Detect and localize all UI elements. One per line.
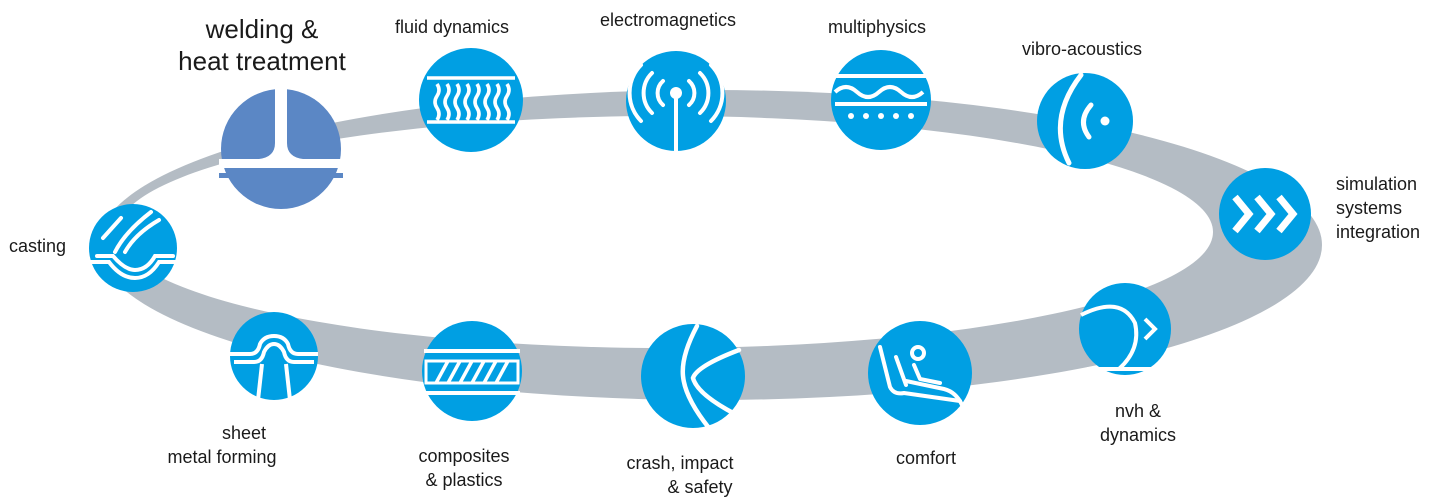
label-line: vibro-acoustics [1021, 39, 1143, 59]
wave-dots-icon [833, 74, 927, 119]
node-casting[interactable] [87, 204, 179, 292]
node-multi[interactable] [831, 50, 931, 150]
node-welding[interactable] [219, 87, 343, 209]
crash-icon [680, 323, 742, 431]
node-nvh[interactable] [1079, 283, 1171, 375]
label-line: composites [418, 446, 510, 466]
label-line: dynamics [1099, 425, 1177, 445]
node-circle [230, 312, 318, 400]
label-sim: simulation systems integration [1336, 172, 1420, 244]
label-vibro: vibro-acoustics [1022, 37, 1142, 61]
fluid-waves-icon [427, 76, 515, 124]
label-line: nvh & [1114, 401, 1162, 421]
node-fluid[interactable] [419, 48, 523, 152]
label-composites: composites & plastics [418, 444, 509, 492]
node-circle [868, 321, 972, 425]
label-comfort: comfort [896, 446, 956, 470]
label-line: integration [1336, 222, 1421, 242]
triple-chevron-icon [1232, 194, 1298, 234]
node-vibro[interactable] [1037, 72, 1133, 169]
label-multi: multiphysics [828, 15, 926, 39]
node-em[interactable] [626, 51, 726, 153]
casting-pour-icon [87, 210, 179, 281]
label-line: systems [1336, 198, 1403, 218]
label-line: metal forming [167, 447, 277, 467]
antenna-icon [627, 63, 725, 153]
label-em: electromagnetics [600, 8, 736, 32]
label-crash: crash, impact & safety [626, 451, 733, 499]
label-fluid: fluid dynamics [395, 15, 509, 39]
node-circle [419, 48, 523, 152]
label-sheet: sheet metal forming [167, 421, 276, 469]
label-line: simulation [1336, 174, 1418, 194]
label-line: comfort [895, 448, 957, 468]
node-sim[interactable] [1219, 168, 1311, 260]
nodes-layer [87, 48, 1311, 431]
node-circle [1219, 168, 1311, 260]
ring-band [98, 90, 1322, 400]
stamping-icon [230, 334, 318, 401]
label-line: heat treatment [178, 46, 346, 76]
label-line: sheet [221, 423, 267, 443]
label-line: multiphysics [827, 17, 927, 37]
node-sheet[interactable] [230, 312, 318, 401]
node-crash[interactable] [641, 323, 745, 431]
label-line: welding & [205, 14, 319, 44]
ring-inner [117, 116, 1213, 348]
sound-wave-icon [1057, 72, 1110, 166]
label-nvh: nvh & dynamics [1100, 399, 1176, 447]
label-line: electromagnetics [599, 10, 737, 30]
node-circle [831, 50, 931, 150]
node-composites[interactable] [422, 321, 522, 421]
label-casting: casting [9, 234, 66, 258]
label-welding: welding & heat treatment [178, 13, 346, 77]
label-line: casting [9, 236, 67, 256]
node-circle [422, 321, 522, 421]
seat-icon [878, 345, 964, 407]
label-line: fluid dynamics [394, 17, 510, 37]
node-comfort[interactable] [868, 321, 972, 425]
label-line: & plastics [425, 470, 503, 490]
label-line: & safety [667, 477, 733, 497]
weld-joint-icon [219, 87, 343, 178]
hatched-layer-icon [424, 349, 520, 395]
label-line: crash, impact [626, 453, 734, 473]
nvh-chevron-icon [1080, 304, 1165, 371]
